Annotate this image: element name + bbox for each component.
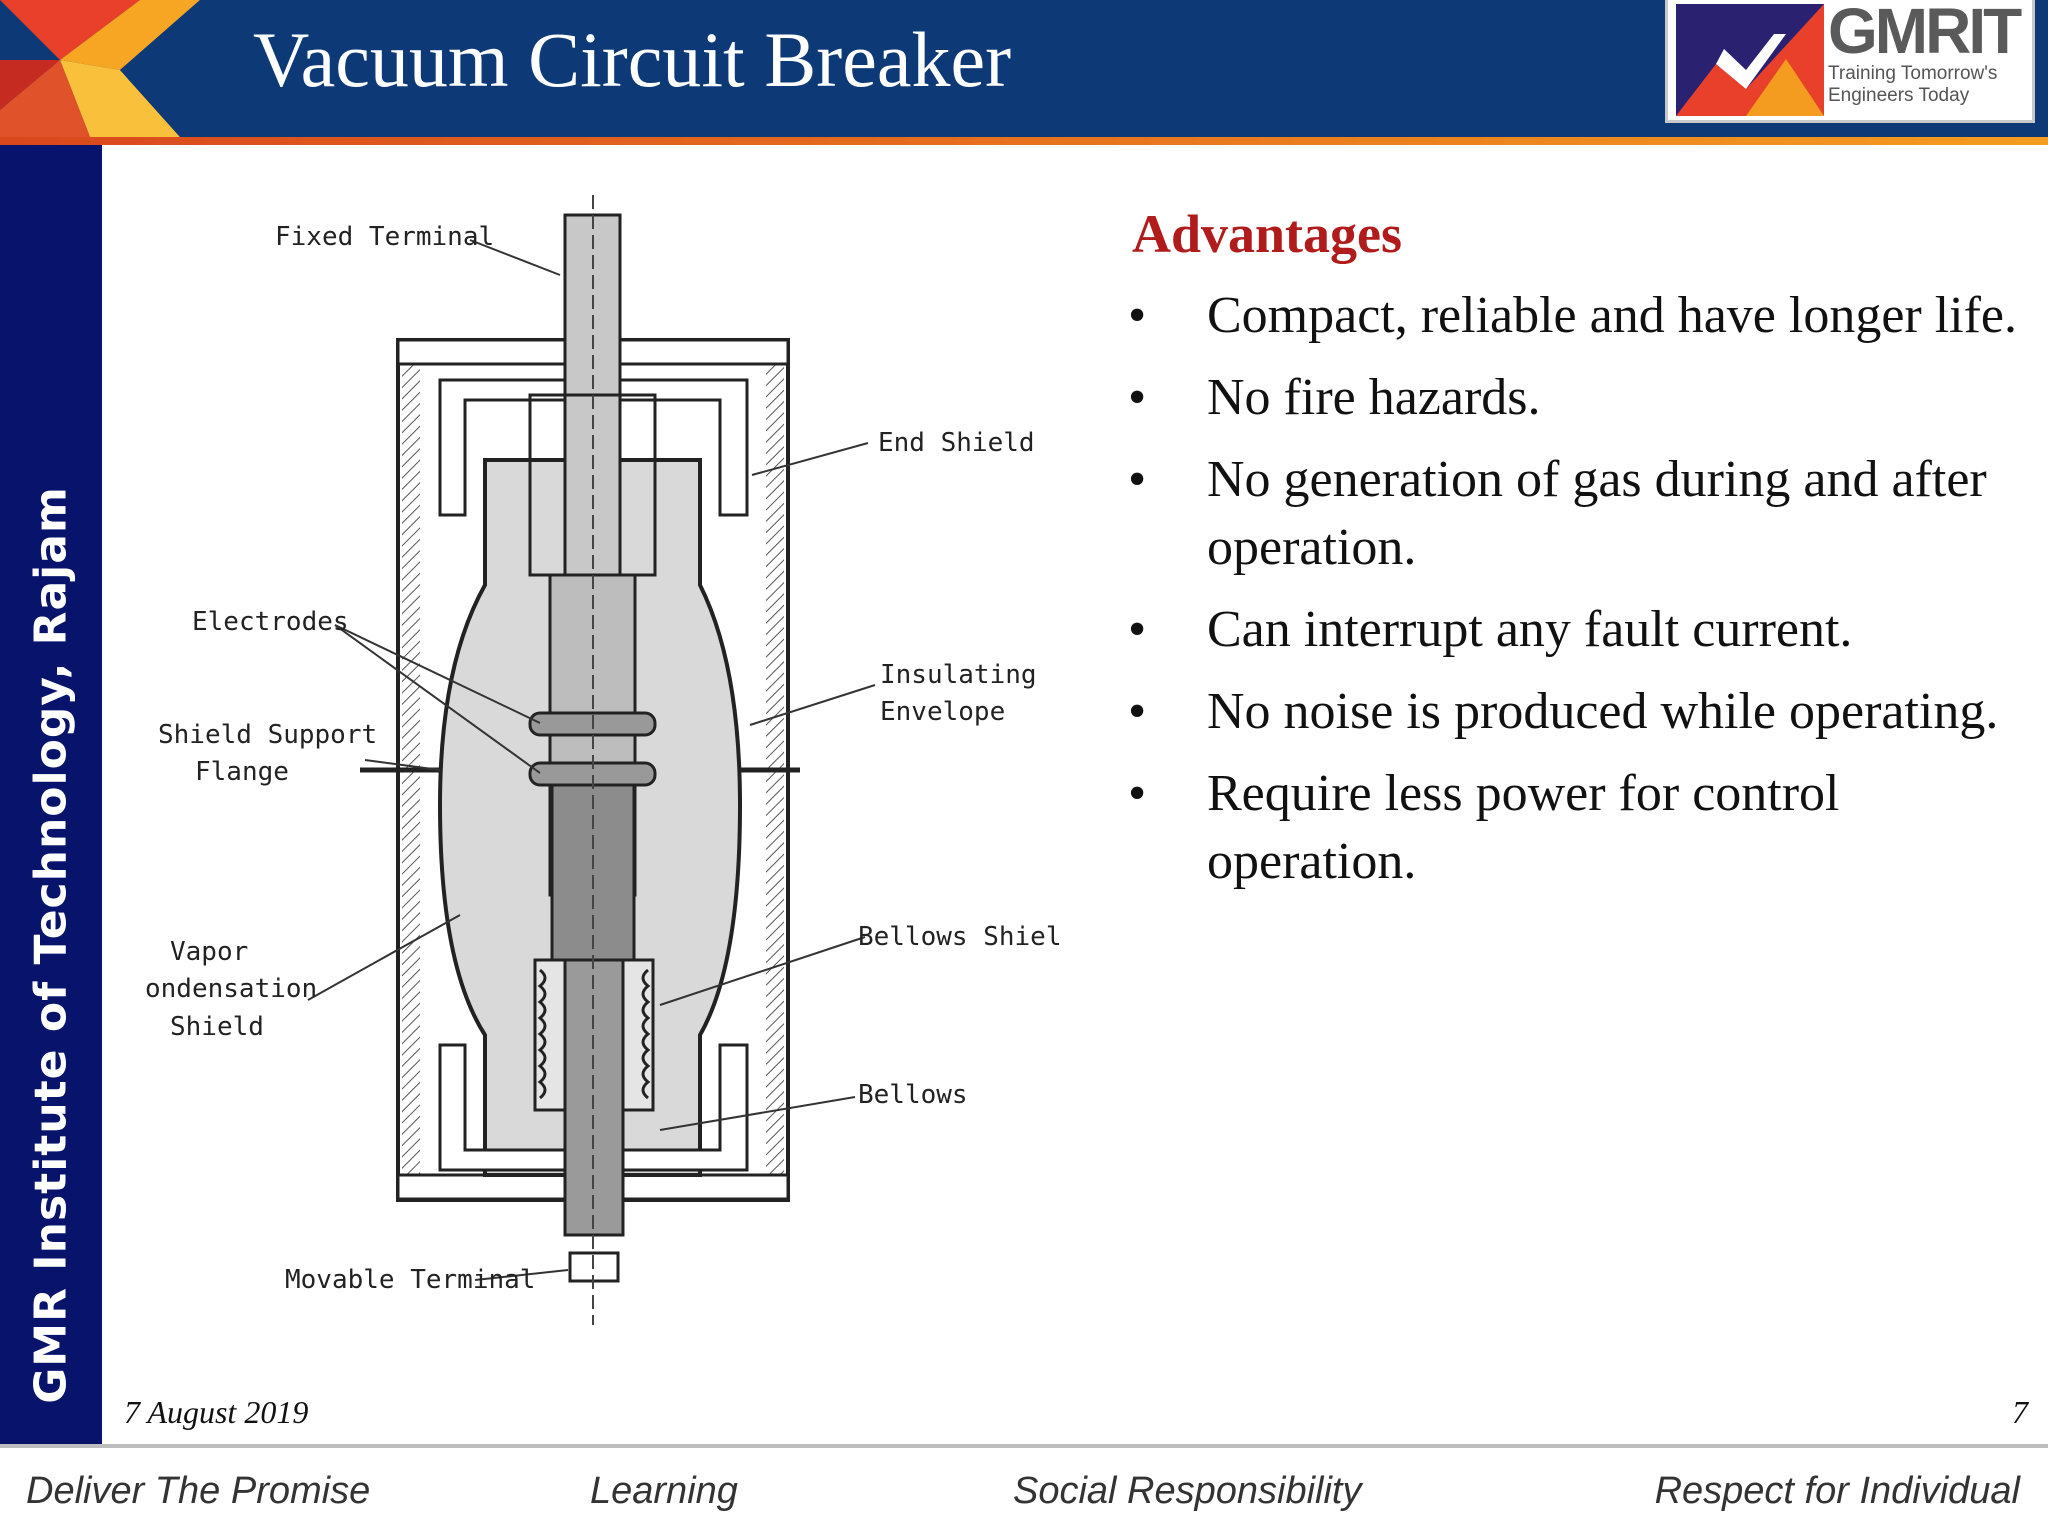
label-end-shield: End Shield: [878, 428, 1035, 458]
label-shield-support: Shield Support: [158, 720, 377, 750]
label-flange: Flange: [195, 757, 289, 787]
footer-value-learning: Learning: [590, 1470, 738, 1512]
list-item: •No fire hazards.: [1128, 364, 2028, 432]
slide-date: 7 August 2019: [124, 1394, 309, 1430]
label-movable-terminal: Movable Terminal: [285, 1265, 535, 1295]
logo-mark-icon: [1676, 4, 1824, 116]
bullet-icon: •: [1128, 765, 1147, 822]
logo-tagline: Training Tomorrow's Engineers Today: [1828, 63, 1998, 106]
institute-name: GMR Institute of Technology, Rajam: [25, 486, 77, 1404]
list-item: •Require less power for control operatio…: [1128, 760, 2028, 896]
label-bellows-shield: Bellows Shield: [858, 922, 1060, 952]
logo-name: GMRIT: [1828, 0, 2022, 67]
footer-values: Deliver The Promise Learning Social Resp…: [0, 1448, 2048, 1536]
bullet-icon: •: [1128, 451, 1147, 508]
bullet-icon: •: [1128, 683, 1147, 740]
label-envelope: Envelope: [880, 697, 1005, 727]
label-condensation: ondensation: [145, 974, 317, 1004]
bullet-icon: •: [1128, 369, 1147, 426]
label-fixed-terminal: Fixed Terminal: [275, 222, 494, 252]
label-bellows: Bellows: [858, 1080, 968, 1110]
page-number: 7: [2012, 1394, 2028, 1430]
footer-divider: [0, 1444, 2048, 1448]
footer-value-deliver: Deliver The Promise: [26, 1470, 371, 1512]
label-electrodes: Electrodes: [192, 607, 349, 637]
list-item: •No noise is produced while operating.: [1128, 678, 2028, 746]
footer-value-respect: Respect for Individual: [1654, 1470, 2020, 1512]
footer-value-social: Social Responsibility: [1013, 1470, 1362, 1512]
bullet-icon: •: [1128, 601, 1147, 658]
list-item: •Compact, reliable and have longer life.: [1128, 282, 2028, 350]
label-vapor: Vapor: [170, 937, 248, 967]
advantages-heading: Advantages: [1132, 204, 1403, 264]
label-shield: Shield: [170, 1012, 264, 1042]
vacuum-circuit-breaker-diagram: Fixed Terminal End Shield Electrodes Ins…: [145, 195, 1060, 1325]
slide-title: Vacuum Circuit Breaker: [253, 16, 1012, 103]
list-item: •Can interrupt any fault current.: [1128, 596, 2028, 664]
advantages-list: •Compact, reliable and have longer life.…: [1128, 282, 2028, 910]
header-stripe: [0, 137, 2048, 145]
label-insulating: Insulating: [880, 660, 1037, 690]
corner-decoration: [0, 0, 260, 137]
bullet-icon: •: [1128, 287, 1147, 344]
sidebar: GMR Institute of Technology, Rajam: [0, 145, 102, 1445]
list-item: •No generation of gas during and after o…: [1128, 446, 2028, 582]
gmrit-logo: GMRIT Training Tomorrow's Engineers Toda…: [1665, 0, 2035, 123]
